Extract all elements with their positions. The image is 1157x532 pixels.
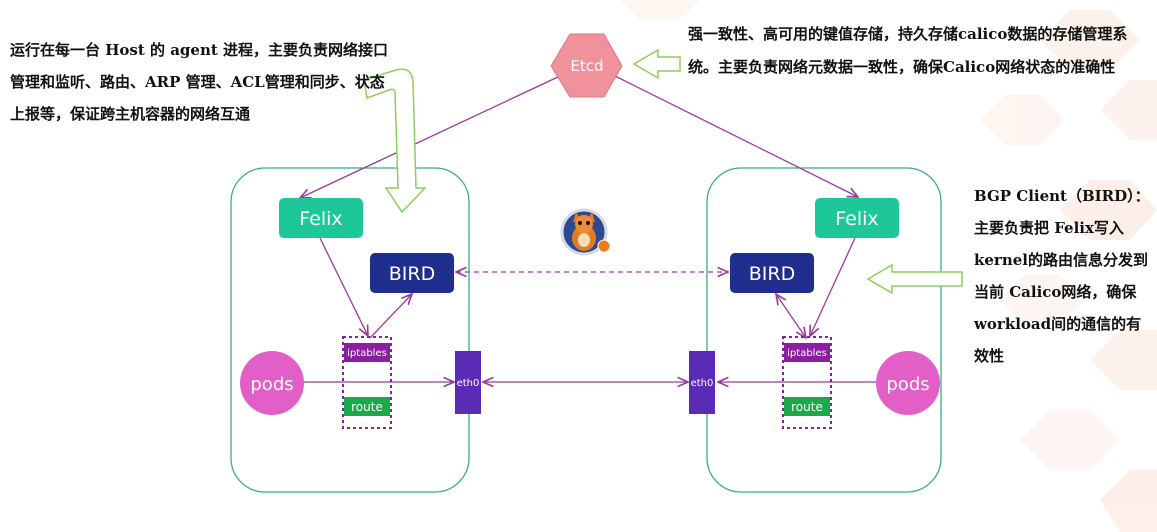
- iptables-to-bird-left: [369, 294, 412, 339]
- felix-left-node: Felix: [279, 198, 363, 238]
- etcd-to-felix-left: [300, 75, 561, 198]
- iptables-bird-right: [776, 294, 806, 338]
- eth0-left-node: eth0: [455, 351, 481, 414]
- iptables-left-label: iptables: [347, 348, 387, 359]
- iptables-right-label: iptables: [787, 348, 827, 359]
- eth0-right-node: eth0: [689, 351, 715, 414]
- route-left-label: route: [351, 400, 383, 414]
- background-hexagon-pattern: [620, 0, 1157, 532]
- host-right: [706, 167, 942, 493]
- pods-right-label: pods: [886, 374, 929, 395]
- hint-arrow-etcd: [632, 48, 681, 80]
- etcd-node: Etcd: [550, 33, 623, 98]
- bird-right-label: BIRD: [749, 263, 795, 285]
- felix-right-node: Felix: [815, 198, 899, 238]
- calico-cat-icon: [560, 208, 611, 256]
- felix-left-to-iptables: [319, 237, 368, 336]
- hint-arrow-felix: [363, 68, 427, 214]
- bird-left-label: BIRD: [389, 263, 435, 285]
- felix-left-label: Felix: [299, 208, 342, 230]
- pods-right-node: pods: [876, 351, 940, 415]
- annotation-bird: BGP Client（BIRD）：主要负责把 Felix写入 kernel的路由…: [974, 187, 1150, 365]
- pods-left-node: pods: [240, 351, 304, 415]
- etcd-label: Etcd: [570, 57, 603, 75]
- bird-right-node: BIRD: [730, 253, 814, 293]
- host-left: [230, 167, 470, 493]
- annotation-host-agent: 运行在每一台 Host 的 agent 进程，主要负责网络接口管理和监听、路由、…: [10, 41, 389, 123]
- annotation-etcd: 强一致性、高可用的键值存储，持久存储calico数据的存储管理系统。主要负责网络…: [688, 25, 1128, 76]
- pods-left-label: pods: [250, 374, 293, 395]
- kernel-box-left: iptables route: [342, 336, 392, 429]
- route-right-label: route: [791, 400, 823, 414]
- felix-right-label: Felix: [835, 208, 878, 230]
- bird-left-node: BIRD: [370, 253, 454, 293]
- etcd-to-felix-right: [614, 75, 858, 197]
- hint-arrow-bird: [866, 263, 963, 295]
- eth0-right-label: eth0: [691, 378, 714, 389]
- kernel-box-right: iptables route: [782, 336, 832, 429]
- eth0-left-label: eth0: [457, 378, 480, 389]
- connectors: [300, 75, 876, 382]
- felix-right-to-iptables: [810, 237, 856, 336]
